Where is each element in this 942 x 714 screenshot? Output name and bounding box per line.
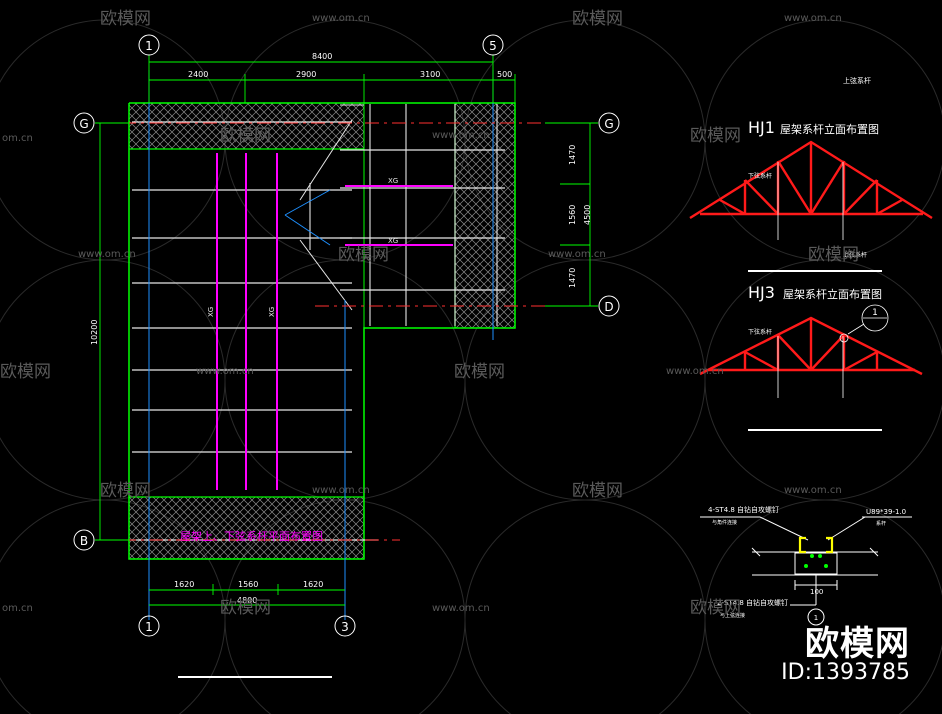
wm-brand: 欧模网 xyxy=(338,245,389,265)
dimension-texts: 8400 2400 2900 3100 500 10200 1620 1560 … xyxy=(90,52,592,605)
dim-right-c: 1470 xyxy=(568,268,577,288)
axis-label: B xyxy=(80,534,88,548)
hj1-title: 屋架系杆立面布置图 xyxy=(780,122,879,136)
wm-brand: 欧模网 xyxy=(100,481,151,501)
hj3-callout: 1 xyxy=(872,308,878,318)
connection-detail: 4-ST4.8 自钻自攻螺钉 与角件连接 U89*39-1.0 系杆 100 2… xyxy=(700,505,912,626)
truss-hj3: HJ3 屋架系杆立面布置图 1 下弦系杆 xyxy=(699,283,923,431)
dim-left-vertical: 10200 xyxy=(90,320,99,345)
dim-bottom-overall: 4800 xyxy=(237,596,257,605)
wm-url: www.om.cn xyxy=(784,485,842,496)
plan-dimensions xyxy=(95,55,598,606)
roof-plan: XG XG XG XG 屋架上、下弦系杆平面布置图 xyxy=(95,70,590,620)
wm-url: www.om.cn xyxy=(196,366,254,377)
wm-url: www.om.cn xyxy=(312,485,370,496)
xg-label: XG xyxy=(207,307,215,317)
wm-brand: 欧模网 xyxy=(690,598,741,618)
axis-label: G xyxy=(604,117,613,131)
wm-url: www.om.cn xyxy=(78,249,136,260)
axis-label: 1 xyxy=(145,620,153,634)
xg-label: XG xyxy=(268,307,276,317)
plan-title: 屋架上、下弦系杆平面布置图 xyxy=(180,529,323,543)
wm-brand: 欧模网 xyxy=(454,362,505,382)
detail-right-top: U89*39-1.0 xyxy=(866,508,906,516)
wm-url-short: om.cn xyxy=(2,603,33,614)
hatch-bottom xyxy=(129,497,364,559)
watermark-texts: 欧模网 www.om.cn 欧模网 www.om.cn om.cn 欧模网 ww… xyxy=(0,9,859,618)
wm-brand: 欧模网 xyxy=(220,126,271,146)
hj1-side-note: 下弦系杆 xyxy=(748,172,772,180)
dim-right-b: 1560 xyxy=(568,205,577,225)
wm-brand: 欧模网 xyxy=(808,245,859,265)
wm-brand: 欧模网 xyxy=(572,9,623,29)
wm-url: www.om.cn xyxy=(312,13,370,24)
detail-left-top: 4-ST4.8 自钻自攻螺钉 xyxy=(708,505,779,514)
hj1-top-note: 上弦系杆 xyxy=(843,76,871,85)
dim-bottom-c: 1620 xyxy=(303,580,323,589)
axis-label: G xyxy=(79,117,88,131)
dim-seg: 2400 xyxy=(188,70,208,79)
axis-label: 5 xyxy=(489,39,497,53)
wm-brand: 欧模网 xyxy=(100,9,151,29)
dim-seg: 2900 xyxy=(296,70,316,79)
hj1-bottom-note: 上弦系杆 xyxy=(843,251,867,259)
hj3-side-note: 下弦系杆 xyxy=(748,328,772,336)
axis-label: D xyxy=(604,300,613,314)
wm-url: www.om.cn xyxy=(432,603,490,614)
wm-url: www.om.cn xyxy=(784,13,842,24)
watermark-brand-large: 欧模网 xyxy=(805,624,910,664)
dim-bottom-a: 1620 xyxy=(174,580,194,589)
wm-brand: 欧模网 xyxy=(690,126,741,146)
detail-left-bottom: 2-ST4.8 自钻自攻螺钉 xyxy=(717,598,788,607)
hj3-code: HJ3 xyxy=(748,283,775,302)
axis-label: 1 xyxy=(145,39,153,53)
axis-label: 3 xyxy=(341,620,349,634)
wm-url: www.om.cn xyxy=(666,366,724,377)
detail-right-top-sub: 系杆 xyxy=(876,520,886,527)
dim-bottom-b: 1560 xyxy=(238,580,258,589)
dim-overall-top: 8400 xyxy=(312,52,332,61)
detail-callout: 1 xyxy=(814,614,818,622)
wm-url-short: om.cn xyxy=(2,133,33,144)
wm-url: www.om.cn xyxy=(432,130,490,141)
dim-right-a: 1470 xyxy=(568,145,577,165)
dim-seg: 500 xyxy=(497,70,512,79)
hatch-top xyxy=(129,103,364,149)
wm-brand: 欧模网 xyxy=(0,362,51,382)
wm-brand: 欧模网 xyxy=(572,481,623,501)
detail-bottom-dim: 100 xyxy=(810,588,823,596)
axis-bubbles xyxy=(73,34,620,637)
xg-label: XG xyxy=(388,177,398,185)
detail-left-bottom-sub: 与上弦连接 xyxy=(720,612,745,619)
watermark-arcs xyxy=(0,19,942,714)
dim-seg: 3100 xyxy=(420,70,440,79)
detail-left-top-sub: 与角件连接 xyxy=(712,519,737,526)
hj3-title: 屋架系杆立面布置图 xyxy=(783,287,882,301)
xg-label: XG xyxy=(388,237,398,245)
wm-url: www.om.cn xyxy=(548,249,606,260)
dim-right-total: 4500 xyxy=(583,205,592,225)
wm-brand: 欧模网 xyxy=(220,598,271,618)
truss-hj1: 上弦系杆 HJ1 屋架系杆立面布置图 下弦系杆 上弦系杆 xyxy=(689,76,933,272)
hj1-code: HJ1 xyxy=(748,118,775,137)
watermark-id: ID:1393785 xyxy=(781,660,910,685)
